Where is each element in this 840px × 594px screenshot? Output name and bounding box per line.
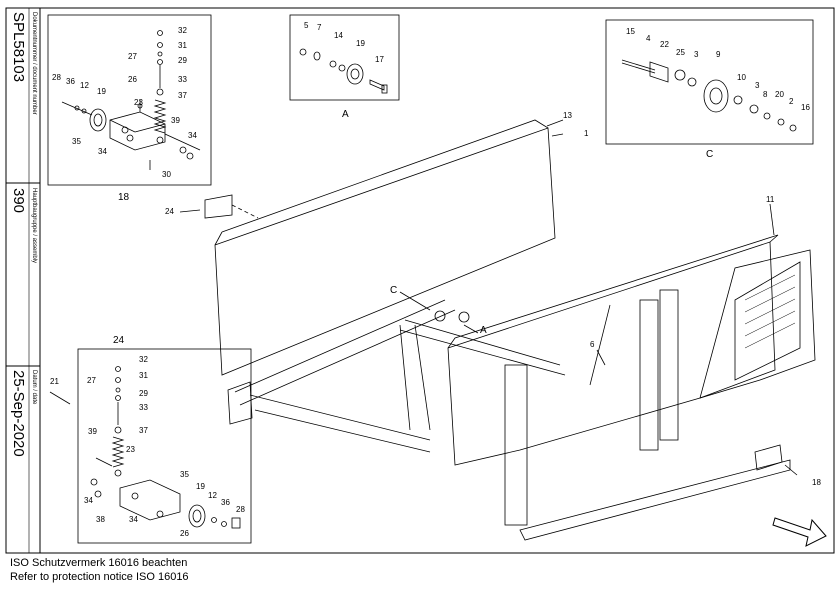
rear-panel <box>214 127 556 376</box>
svg-text:24: 24 <box>165 207 174 216</box>
svg-text:36: 36 <box>66 77 75 86</box>
svg-text:35: 35 <box>72 137 81 146</box>
svg-text:12: 12 <box>80 81 89 90</box>
svg-text:8: 8 <box>763 90 768 99</box>
svg-text:19: 19 <box>356 39 365 48</box>
svg-text:18: 18 <box>118 192 130 203</box>
svg-text:3: 3 <box>755 81 760 90</box>
svg-text:27: 27 <box>87 376 96 385</box>
svg-text:32: 32 <box>178 26 187 35</box>
svg-text:19: 19 <box>196 482 205 491</box>
svg-text:18: 18 <box>812 478 821 487</box>
base-tube <box>234 299 446 393</box>
svg-text:9: 9 <box>716 50 721 59</box>
svg-text:29: 29 <box>139 389 148 398</box>
main-assembly <box>179 119 827 547</box>
svg-text:4: 4 <box>646 34 651 43</box>
svg-text:20: 20 <box>775 90 784 99</box>
svg-text:16: 16 <box>801 103 810 112</box>
detail-c-box: 15 4 22 25 3 9 10 3 8 20 2 16 C <box>605 19 814 160</box>
svg-text:3: 3 <box>694 50 699 59</box>
svg-text:19: 19 <box>97 87 106 96</box>
detail-24-box: 32 31 27 29 33 21 39 37 23 35 19 12 36 2… <box>49 335 252 544</box>
svg-text:38: 38 <box>96 515 105 524</box>
svg-text:26: 26 <box>180 529 189 538</box>
drawing-date: 25-Sep-2020 <box>10 370 27 457</box>
svg-text:13: 13 <box>563 111 572 120</box>
svg-text:A: A <box>342 109 349 120</box>
svg-text:17: 17 <box>375 55 384 64</box>
svg-text:C: C <box>390 285 397 296</box>
date-label: Datum / date <box>31 370 37 405</box>
svg-text:28: 28 <box>52 73 61 82</box>
svg-text:34: 34 <box>98 147 107 156</box>
rack-rail <box>519 459 791 541</box>
svg-text:12: 12 <box>208 491 217 500</box>
protection-notice-en: Refer to protection notice ISO 16016 <box>10 571 189 583</box>
svg-text:30: 30 <box>162 170 171 179</box>
svg-text:26: 26 <box>128 75 137 84</box>
svg-text:7: 7 <box>317 23 322 32</box>
svg-text:33: 33 <box>178 75 187 84</box>
svg-text:6: 6 <box>590 340 595 349</box>
right-frame <box>699 249 816 399</box>
svg-text:C: C <box>706 149 713 160</box>
svg-text:28: 28 <box>236 505 245 514</box>
svg-text:23: 23 <box>134 98 143 107</box>
svg-text:31: 31 <box>178 41 187 50</box>
svg-text:1: 1 <box>584 129 589 138</box>
svg-text:11: 11 <box>766 195 775 204</box>
svg-text:25: 25 <box>676 48 685 57</box>
svg-text:32: 32 <box>139 355 148 364</box>
svg-text:34: 34 <box>188 131 197 140</box>
svg-text:2: 2 <box>789 97 794 106</box>
svg-text:10: 10 <box>737 73 746 82</box>
svg-text:39: 39 <box>171 116 180 125</box>
svg-text:22: 22 <box>660 40 669 49</box>
main-callouts: 13 1 24 11 C A 6 18 <box>165 111 821 487</box>
svg-text:31: 31 <box>139 371 148 380</box>
orientation-arrow <box>772 517 827 547</box>
front-panel <box>447 241 776 466</box>
protection-notice-de: ISO Schutzvermerk 16016 beachten <box>10 557 188 569</box>
svg-text:35: 35 <box>180 470 189 479</box>
svg-text:21: 21 <box>50 377 59 386</box>
svg-text:5: 5 <box>304 21 309 30</box>
svg-text:23: 23 <box>126 445 135 454</box>
assembly-label: Hauptbaugruppe / assembly <box>31 188 37 264</box>
assembly-number: 390 <box>10 188 27 214</box>
svg-text:37: 37 <box>139 426 148 435</box>
svg-text:37: 37 <box>178 91 187 100</box>
svg-text:15: 15 <box>626 27 635 36</box>
svg-text:36: 36 <box>221 498 230 507</box>
detail-a-box: 5 7 14 19 17 A <box>289 14 400 120</box>
svg-text:24: 24 <box>113 335 125 346</box>
svg-text:39: 39 <box>88 427 97 436</box>
detail-18-box: 32 31 27 29 33 37 28 36 12 19 26 23 39 3… <box>47 14 212 203</box>
svg-text:A: A <box>480 325 487 336</box>
svg-text:34: 34 <box>84 496 93 505</box>
drawing-frame <box>5 7 835 554</box>
svg-text:34: 34 <box>129 515 138 524</box>
svg-text:27: 27 <box>128 52 137 61</box>
document-number: SPL58103 <box>10 12 27 83</box>
svg-text:33: 33 <box>139 403 148 412</box>
svg-text:14: 14 <box>334 31 343 40</box>
svg-text:29: 29 <box>178 56 187 65</box>
document-number-label: Dokumentnummer / document number <box>31 12 37 115</box>
